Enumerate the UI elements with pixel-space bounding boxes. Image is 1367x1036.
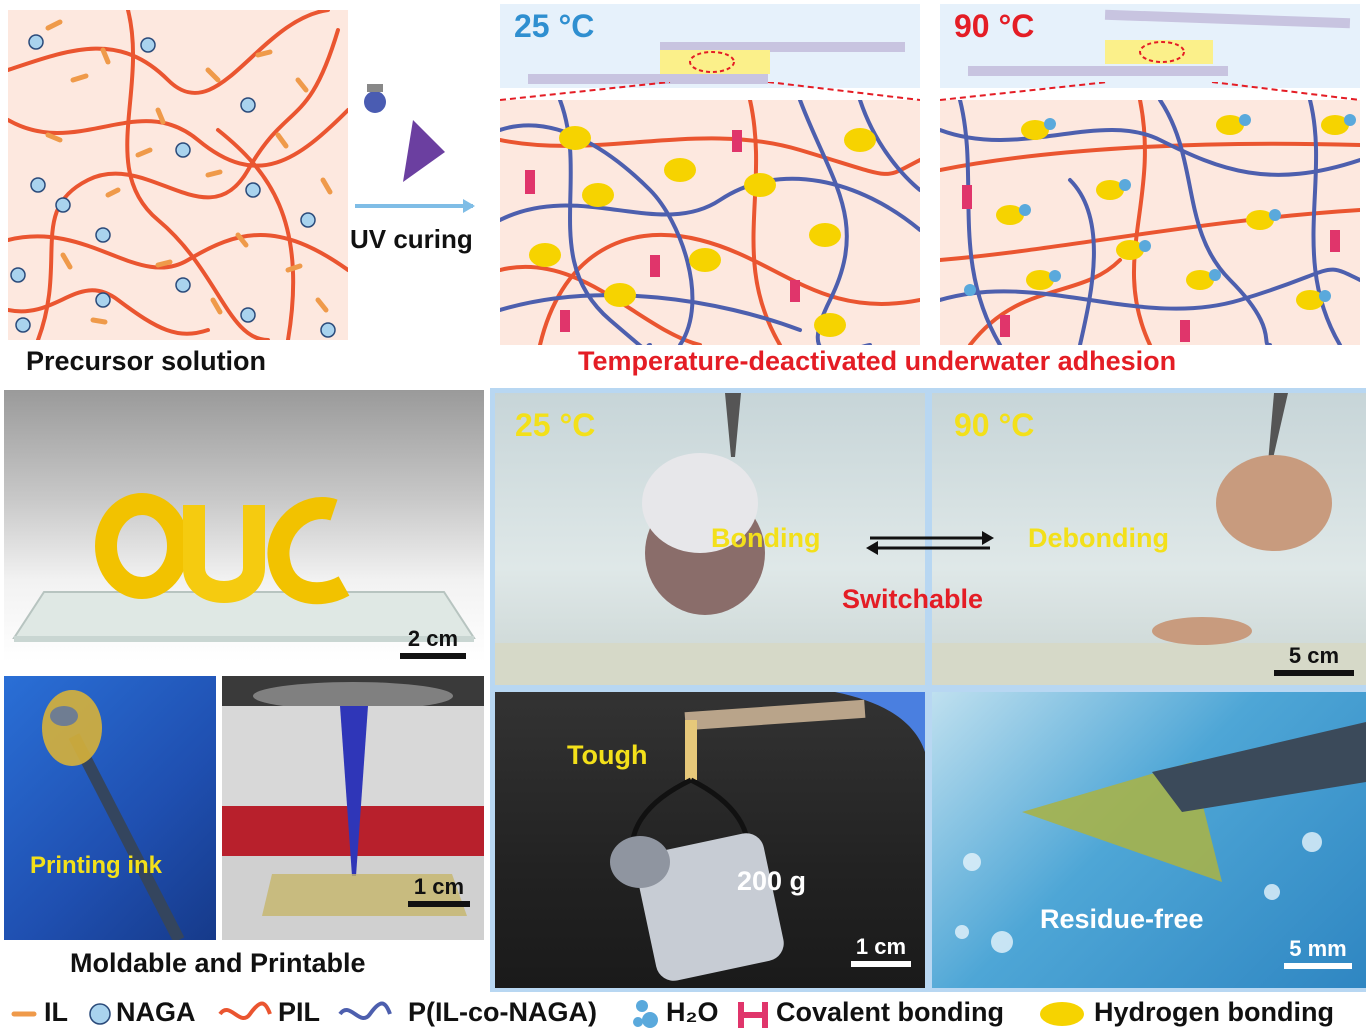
shell-bonding-illustration bbox=[495, 393, 925, 685]
legend-covalent: Covalent bonding bbox=[776, 997, 1004, 1027]
residue-label: Residue-free bbox=[1040, 904, 1204, 934]
legend-naga: NAGA bbox=[116, 997, 196, 1027]
ouc-scale-bar: 2 cm bbox=[400, 626, 466, 659]
residue-photo: Residue-free 5 mm bbox=[932, 692, 1366, 988]
uv-curing-label: UV curing bbox=[350, 224, 473, 254]
substrate-low-illustration bbox=[528, 42, 905, 84]
legend-symbols bbox=[11, 1000, 1084, 1028]
legend-water: H₂O bbox=[666, 997, 719, 1027]
legend-copolymer: P(IL-co-NAGA) bbox=[408, 997, 597, 1027]
precursor-network-illustration bbox=[8, 10, 348, 340]
tank-low-photo: 25 °C Bonding bbox=[495, 393, 925, 685]
printing-nozzle-illustration bbox=[42, 690, 185, 940]
ouc-photo: 2 cm bbox=[4, 390, 484, 662]
covalent-symbol-icon bbox=[738, 1002, 768, 1028]
high-temp-header bbox=[940, 4, 1360, 88]
high-temp-network-illustration bbox=[940, 100, 1360, 345]
tank-scale-label: 5 cm bbox=[1288, 643, 1340, 668]
printer-photo: 1 cm bbox=[222, 676, 484, 940]
printing-ink-photo: Printing ink bbox=[4, 676, 216, 940]
copolymer-symbol-icon bbox=[338, 1001, 392, 1020]
tank-scale-bar: 5 cm bbox=[1274, 643, 1354, 676]
ouc-scale-label: 2 cm bbox=[407, 626, 459, 651]
precursor-caption: Precursor solution bbox=[26, 346, 267, 376]
high-zoom-lines bbox=[940, 82, 1360, 101]
weight-label: 200 g bbox=[737, 866, 807, 896]
residue-scale-label: 5 mm bbox=[1289, 936, 1347, 961]
weight-hanging-illustration bbox=[610, 692, 925, 981]
residue-scale-bar: 5 mm bbox=[1284, 936, 1352, 969]
substrate-high-illustration bbox=[968, 9, 1351, 76]
water-symbol-icon bbox=[633, 1000, 658, 1028]
high-temp-network-panel bbox=[940, 100, 1360, 345]
low-temp-network-panel bbox=[500, 100, 920, 345]
tank-high-photo: 90 °C Debonding 5 cm bbox=[932, 393, 1366, 685]
weight-scale-bar: 1 cm bbox=[851, 934, 911, 967]
tough-photo: Tough 200 g 1 cm bbox=[495, 692, 925, 988]
legend-pil: PIL bbox=[278, 997, 321, 1027]
pil-symbol-icon bbox=[218, 1001, 272, 1020]
bonding-label: Bonding bbox=[711, 523, 821, 553]
uv-lamp-illustration bbox=[355, 84, 475, 213]
moldable-caption: Moldable and Printable bbox=[70, 948, 366, 978]
hydrogen-symbol-icon bbox=[1040, 1002, 1084, 1026]
low-zoom-lines bbox=[500, 82, 920, 101]
switch-arrows bbox=[866, 531, 994, 555]
tank-high-temp-label: 90 °C bbox=[954, 407, 1035, 443]
weight-scale-label: 1 cm bbox=[855, 934, 907, 959]
printing-ink-label: Printing ink bbox=[30, 852, 162, 879]
switchable-label: Switchable bbox=[842, 584, 984, 614]
printer-illustration bbox=[222, 676, 484, 940]
high-temp-label: 90 °C bbox=[954, 8, 1035, 44]
shell-debonding-illustration bbox=[932, 393, 1366, 685]
low-temp-network-illustration bbox=[500, 100, 920, 345]
low-temp-header bbox=[500, 4, 920, 88]
adhesion-caption: Temperature-deactivated underwater adhes… bbox=[578, 346, 1177, 376]
printer-scale-bar: 1 cm bbox=[408, 874, 470, 907]
low-temp-label: 25 °C bbox=[514, 8, 595, 44]
ouc-letters-illustration bbox=[12, 493, 476, 642]
printer-scale-label: 1 cm bbox=[413, 874, 465, 899]
debonding-label: Debonding bbox=[1028, 523, 1169, 553]
tough-label: Tough bbox=[567, 740, 648, 770]
legend-il: IL bbox=[44, 997, 68, 1027]
legend: IL NAGA PIL P(IL-co-NAGA) H₂O Covalent b… bbox=[0, 994, 1367, 1034]
naga-symbol-icon bbox=[89, 1003, 111, 1025]
tank-low-temp-label: 25 °C bbox=[515, 407, 596, 443]
precursor-solution-panel bbox=[8, 10, 348, 340]
residue-free-illustration bbox=[955, 722, 1366, 953]
legend-hydrogen: Hydrogen bonding bbox=[1094, 997, 1334, 1027]
